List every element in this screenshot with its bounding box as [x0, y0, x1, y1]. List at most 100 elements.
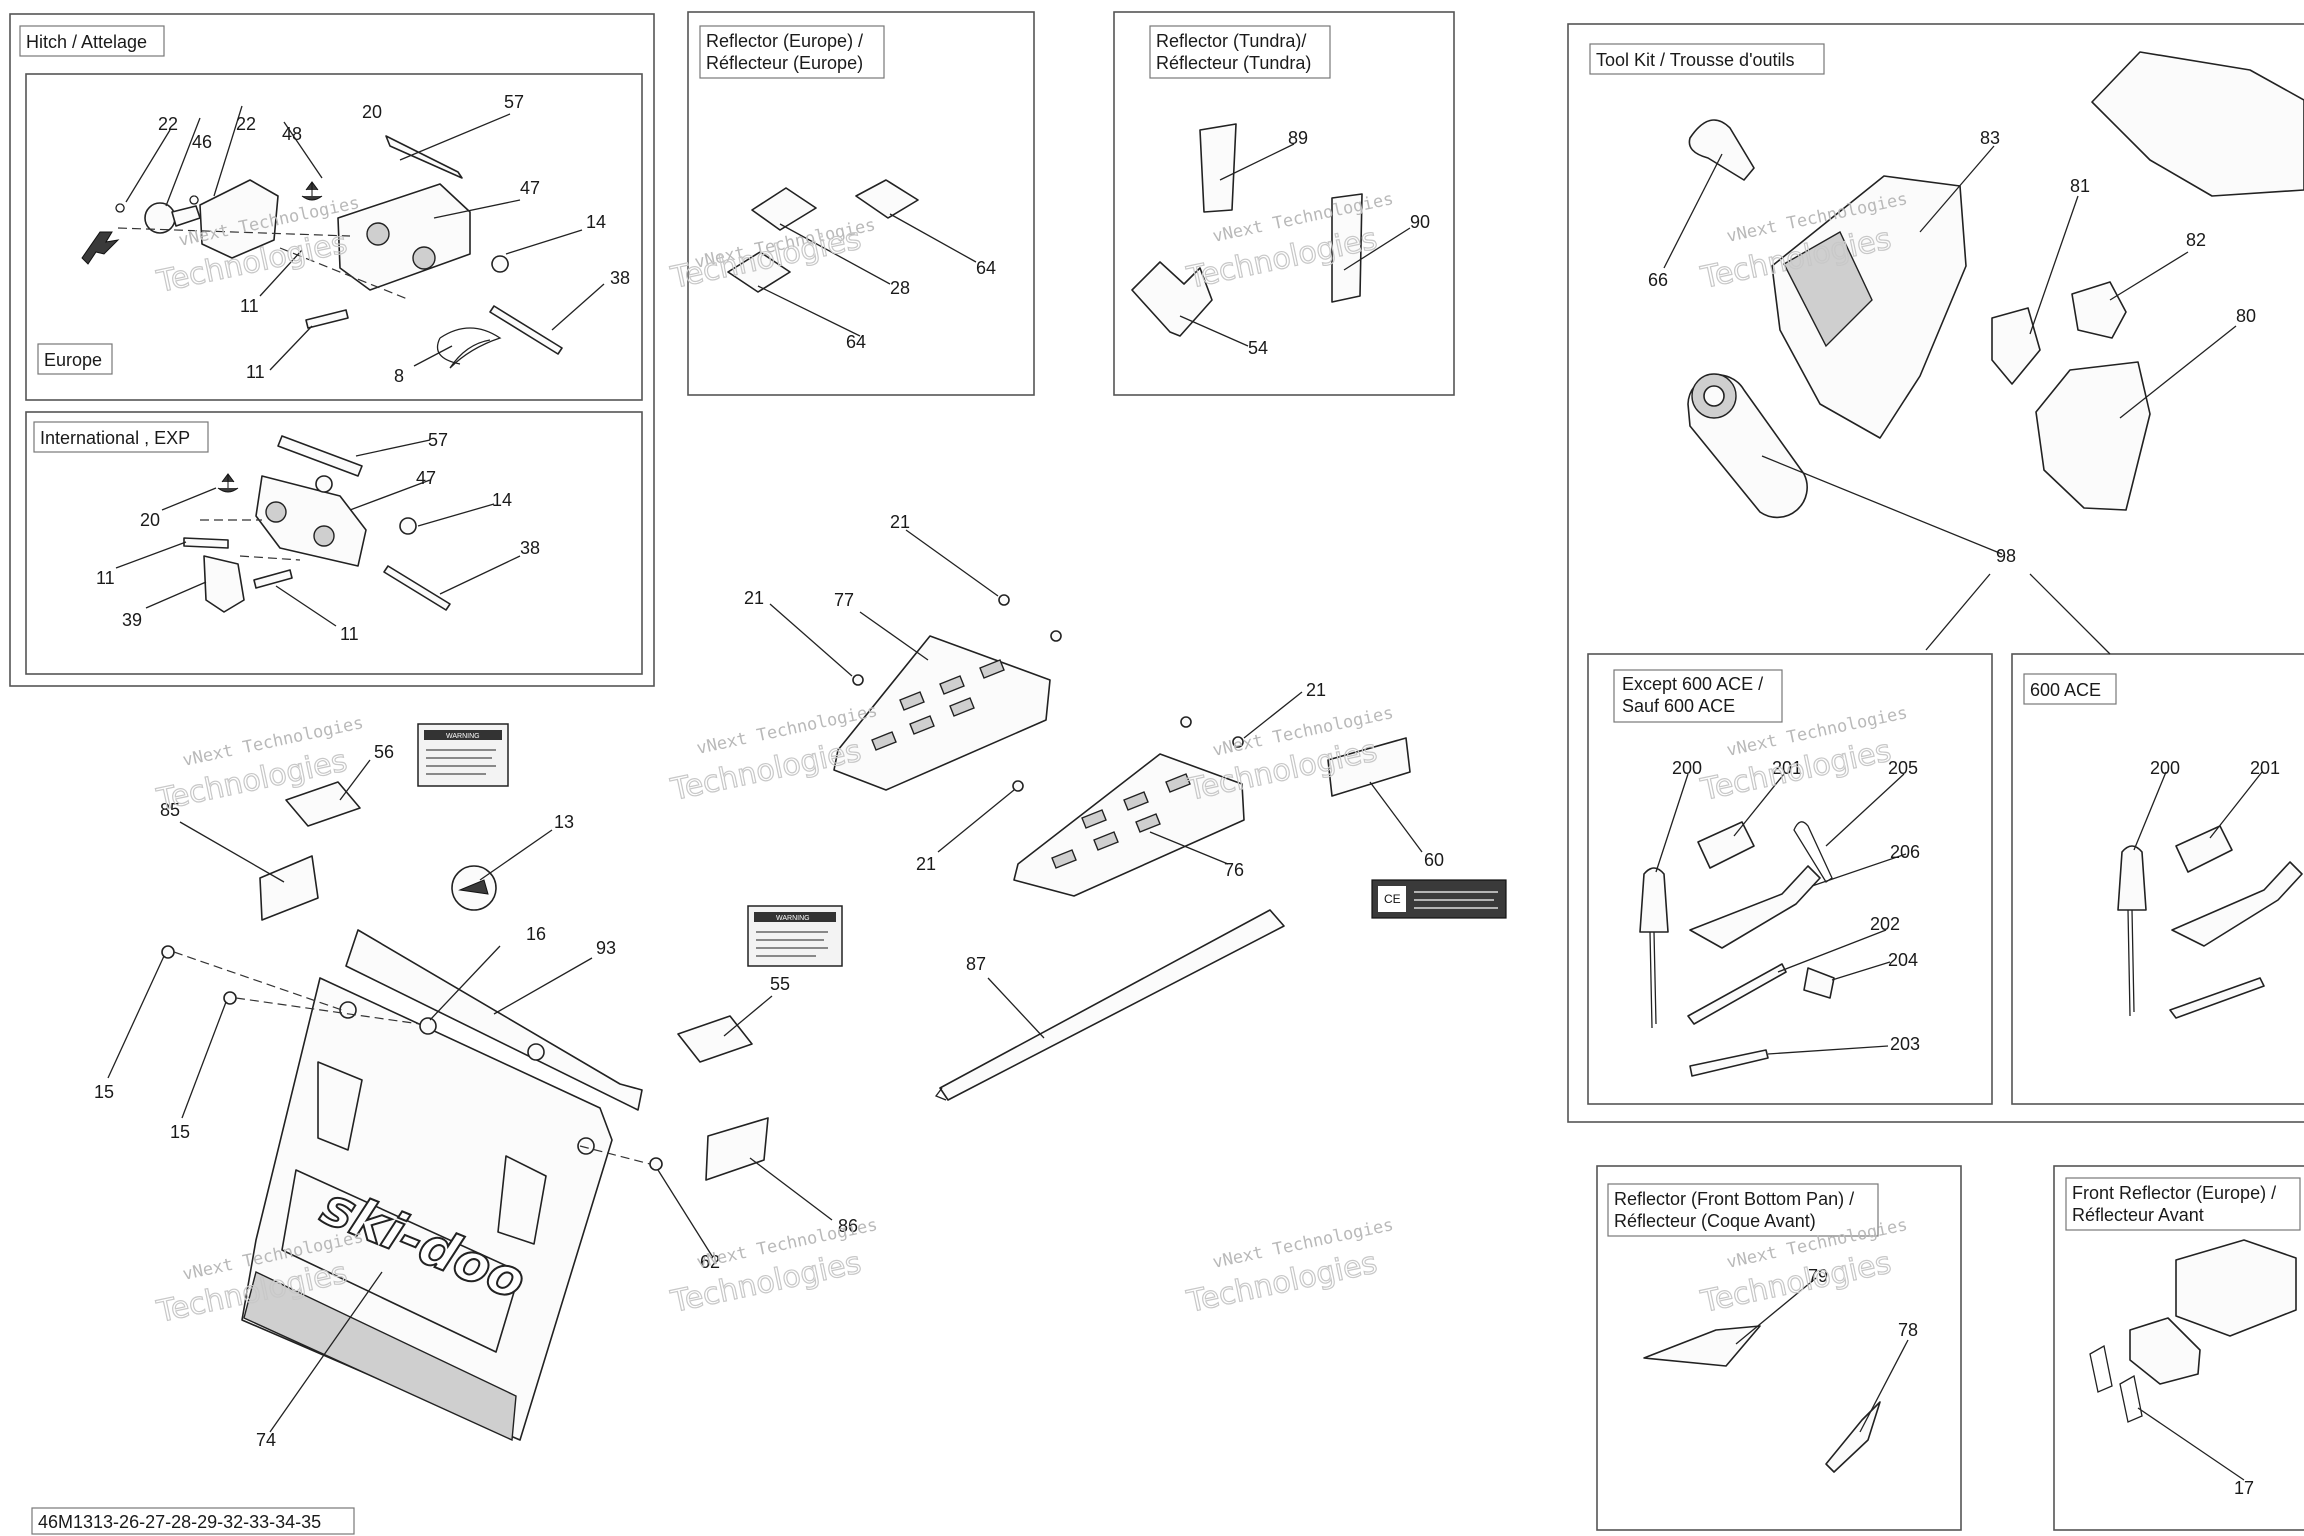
callout-21-b: 21 [744, 588, 764, 608]
reflector-eu-64-b [727, 251, 791, 293]
callout-93: 93 [596, 938, 616, 958]
callout-22-a: 22 [158, 114, 178, 134]
mudflap-window [281, 1169, 521, 1353]
callout-80: 80 [2236, 306, 2256, 326]
diagram-code-box [31, 1507, 355, 1535]
callout-38: 38 [610, 268, 630, 288]
mudflap-dash-b [235, 997, 421, 1025]
refl-eu-callout-64-b: 64 [846, 332, 866, 352]
callout-57: 57 [504, 92, 524, 112]
callout-46: 46 [192, 132, 212, 152]
callout-98: 98 [1996, 546, 2016, 566]
reflector-tundra-title-line1: Reflector (Tundra)/ [1156, 31, 1306, 51]
hitch-anchor-20 [301, 181, 323, 201]
ace600-title: 600 ACE [2030, 680, 2101, 700]
refl-tundra-callout-54: 54 [1248, 338, 1268, 358]
ace600-title-box [2023, 673, 2117, 705]
refl-eu-callout-28: 28 [890, 278, 910, 298]
except600-callouts: 200 201 205 206 202 204 203 [1672, 758, 1920, 1054]
hitch-title-box [19, 25, 165, 57]
ce-label-mark: CE [1384, 892, 1401, 906]
except600-leaders [1655, 773, 1907, 1055]
footrest-77-slots [871, 659, 1005, 751]
mudflap-pocket-right [497, 1155, 547, 1245]
callout-11-a: 11 [240, 296, 259, 316]
clutch-tool-206 [1689, 865, 1821, 949]
mudflap-dash-c [579, 1145, 651, 1165]
intl-callout-11-b: 11 [340, 624, 359, 644]
intl-washer-top [315, 475, 333, 493]
ace600-subpanel-frame [2011, 653, 2304, 1105]
refl-eu-callout-64-a: 64 [976, 258, 996, 278]
hitch-washer-14 [491, 255, 509, 273]
intl-assembly-dash [200, 519, 301, 561]
callout-56: 56 [374, 742, 394, 762]
intl-bracket-39 [203, 555, 245, 613]
hitch-roller-b [412, 246, 436, 270]
reflector-lens [2129, 1317, 2201, 1385]
intl-pin-11-b [253, 569, 293, 589]
hitch-europe-leaders [125, 105, 605, 371]
reflector-europe-panel-frame [687, 11, 1035, 396]
screwdriver-200-shaft [1649, 931, 1657, 1029]
tool-pouch-80 [2035, 361, 2151, 511]
main-left-parts: WARNING ski-doo WARNING [161, 723, 843, 1442]
refl-tundra-callout-89: 89 [1288, 128, 1308, 148]
wrench-202 [1687, 963, 1787, 1025]
hitch-panel-frame [9, 13, 655, 687]
front-europe-title-line2: Réflecteur Avant [2072, 1205, 2204, 1225]
clip-204 [1803, 967, 1835, 999]
nut-21-f [1012, 780, 1024, 792]
reflector-tundra-title-line2: Réflecteur (Tundra) [1156, 53, 1311, 73]
europe-title-box [37, 343, 113, 375]
mudflap-bolt-d [577, 1137, 595, 1155]
tool-bag-top [2091, 51, 2304, 197]
except600-title-line2: Sauf 600 ACE [1622, 696, 1735, 716]
hitch-europe-callouts: 22 46 22 48 20 57 47 14 38 11 11 8 [158, 92, 630, 386]
callout-86: 86 [838, 1216, 858, 1236]
callout-17: 17 [2234, 1478, 2254, 1498]
callout-22-b: 22 [236, 114, 256, 134]
ace-screwdriver [2117, 845, 2147, 911]
hitch-pins-22 [115, 195, 199, 213]
reflector-tundra-parts: 89 90 54 [1131, 123, 1430, 358]
reflector-tundra-panel-frame [1113, 11, 1455, 396]
warning-decal-lower-label: WARNING [776, 915, 810, 922]
callout-62: 62 [700, 1252, 720, 1272]
intl-pin-38 [383, 565, 451, 611]
callout-60: 60 [1424, 850, 1444, 870]
hitch-assembly-dash-b [279, 247, 411, 301]
tool-pouch-81 [1991, 307, 2041, 385]
callout-76: 76 [1224, 860, 1244, 880]
reflector-europe-title-line1: Reflector (Europe) / [706, 31, 863, 51]
callout-21-c: 21 [1306, 680, 1326, 700]
callout-77: 77 [834, 590, 854, 610]
callout-79: 79 [1808, 1266, 1828, 1286]
toolkit-parts [1687, 51, 2304, 519]
hitch-title: Hitch / Attelage [26, 32, 147, 52]
international-subpanel-frame [25, 411, 643, 675]
callout-81: 81 [2070, 176, 2090, 196]
refl-tundra-callout-90: 90 [1410, 212, 1430, 232]
bracket-17-b [2119, 1374, 2143, 1423]
mudflap-pocket-left [317, 1061, 363, 1151]
intl-washer-14 [399, 517, 417, 535]
callout-8: 8 [394, 366, 404, 386]
mudflap-bolt-b [419, 1017, 437, 1035]
international-title-box [33, 421, 209, 453]
hitch-roller-a [366, 222, 390, 246]
ace600-tools: 200 201 [2117, 758, 2303, 1019]
callout-204: 204 [1888, 950, 1918, 970]
toolkit-callouts: 66 83 81 82 80 98 [1648, 128, 2256, 566]
mudflap-dash-a [173, 951, 343, 1011]
hitch-international-leaders [115, 439, 521, 627]
intl-decal-57 [277, 435, 363, 477]
except600-title-line1: Except 600 ACE / [1622, 674, 1763, 694]
footrest-77 [833, 635, 1051, 791]
ace-spark-plug-socket [2175, 825, 2233, 873]
callout-13: 13 [554, 812, 574, 832]
front-europe-title-line1: Front Reflector (Europe) / [2072, 1183, 2276, 1203]
callout-47: 47 [520, 178, 540, 198]
reflector-78 [1825, 1401, 1881, 1473]
